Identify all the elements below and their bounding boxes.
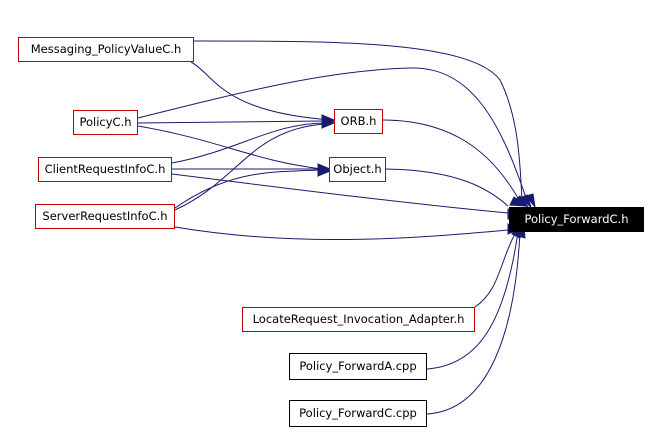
edge-clientreq-to-orb	[171, 122, 325, 164]
edge-policyc-to-object	[137, 125, 323, 170]
node-label: ServerRequestInfoC.h	[42, 208, 168, 223]
node-label: Policy_ForwardA.cpp	[299, 358, 417, 373]
node-messaging-policyvaluec-h[interactable]: Messaging_PolicyValueC.h	[18, 37, 194, 62]
edge-messaging-to-orb	[190, 61, 333, 121]
arrowhead-clientreq-orb	[321, 117, 336, 129]
node-policyc-h[interactable]: PolicyC.h	[73, 110, 138, 135]
node-serverrequestinfoc-h[interactable]: ServerRequestInfoC.h	[35, 204, 175, 229]
node-label: PolicyC.h	[79, 114, 132, 129]
node-label: Object.h	[333, 161, 382, 176]
edge-policyc-to-target	[137, 67, 527, 199]
edge-messaging-to-target	[190, 40, 523, 200]
edge-serverreq-to-object	[174, 169, 321, 209]
node-policy-forwardc-cpp[interactable]: Policy_ForwardC.cpp	[289, 400, 427, 427]
arrowhead-object-in-b	[317, 165, 332, 177]
node-clientrequestinfoc-h[interactable]: ClientRequestInfoC.h	[38, 157, 172, 182]
edge-fwdc-to-target	[426, 231, 521, 415]
arrowhead-target-top-c	[519, 194, 533, 209]
node-policy-forwardc-h[interactable]: Policy_ForwardC.h	[509, 207, 644, 232]
edge-object-to-target	[384, 168, 509, 207]
edge-serverreq-to-orb	[174, 123, 325, 211]
edge-serverreq-to-target	[174, 226, 509, 241]
edge-orb-to-target	[381, 119, 519, 199]
node-policy-forwarda-cpp[interactable]: Policy_ForwardA.cpp	[289, 353, 427, 380]
node-label: LocateRequest_Invocation_Adapter.h	[252, 311, 465, 326]
node-label: Messaging_PolicyValueC.h	[30, 41, 182, 56]
edge-clientreq-to-target	[171, 173, 509, 214]
node-object-h[interactable]: Object.h	[329, 157, 386, 182]
node-label: Policy_ForwardC.h	[524, 211, 629, 226]
node-label: ClientRequestInfoC.h	[44, 161, 166, 176]
edge-locate-to-target	[474, 231, 517, 308]
edge-fwda-to-target	[426, 231, 519, 370]
node-orb-h[interactable]: ORB.h	[334, 109, 383, 134]
edge-policyc-to-orb	[137, 120, 325, 124]
arrowhead-target-top-d	[525, 193, 536, 209]
node-label: Policy_ForwardC.cpp	[299, 405, 417, 420]
node-locaterequest-invocation-adapter-h[interactable]: LocateRequest_Invocation_Adapter.h	[242, 307, 475, 332]
node-label: ORB.h	[340, 113, 377, 128]
